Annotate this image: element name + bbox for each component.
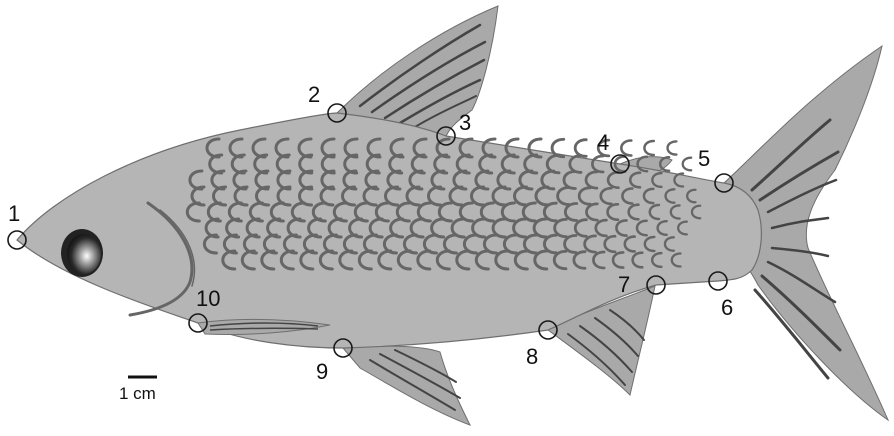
landmark-8-label: 8 [526,344,538,369]
scale-mark [575,140,586,157]
pelvic-fin [343,346,470,425]
landmark-6-label: 6 [721,295,733,320]
landmark-7-label: 7 [618,272,630,297]
fish-body [17,113,761,348]
landmark-4-label: 4 [597,130,609,155]
landmark-9-label: 9 [316,359,328,384]
scale-mark [621,141,631,156]
scale-bar: 1 cm [119,377,157,403]
scale-mark [683,158,691,171]
landmark-5-label: 5 [698,146,710,171]
scale-bar-label: 1 cm [119,384,156,403]
landmark-10-label: 10 [196,286,220,311]
scale-mark [668,141,677,154]
eye [61,229,103,277]
landmark-2-label: 2 [308,82,320,107]
landmark-3-label: 3 [459,110,471,135]
scale-mark [644,141,653,155]
landmark-1-label: 1 [8,201,20,226]
